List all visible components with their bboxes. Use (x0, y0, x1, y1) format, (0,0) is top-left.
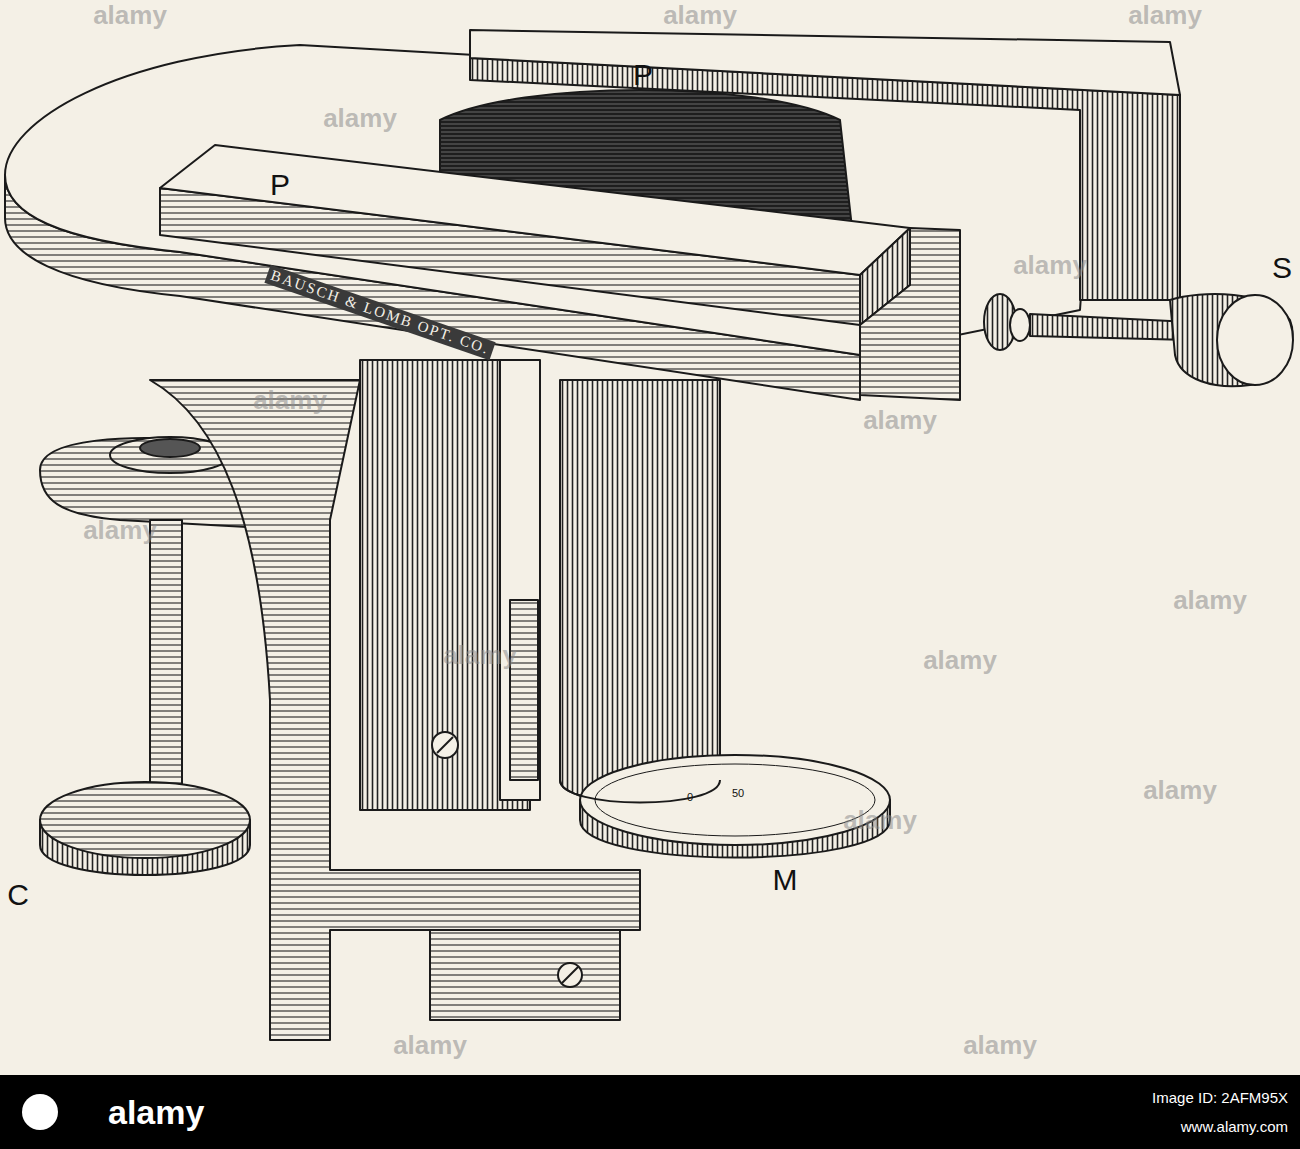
watermark: alamy (323, 105, 397, 131)
watermark: alamy (1013, 252, 1087, 278)
part-label: M (773, 865, 798, 895)
watermark: alamy (83, 517, 157, 543)
watermark: alamy (1173, 587, 1247, 613)
part-label: S (1272, 253, 1292, 283)
watermark: alamy (93, 2, 167, 28)
watermark: alamy (443, 642, 517, 668)
dial-number: 0 (687, 792, 693, 803)
watermark: alamy (963, 1032, 1037, 1058)
watermark: alamy (253, 387, 327, 413)
part-label: C (7, 880, 29, 910)
logo-text: alamy (108, 1095, 204, 1129)
watermark: alamy (393, 1032, 467, 1058)
image-id: Image ID: 2AFM95X (1152, 1090, 1288, 1105)
watermark: alamy (843, 807, 917, 833)
site-url: www.alamy.com (1181, 1119, 1288, 1134)
dial-number: 50 (732, 788, 744, 799)
part-label: P (633, 60, 653, 90)
watermark: alamy (923, 647, 997, 673)
watermark: alamy (863, 407, 937, 433)
part-label: P (270, 170, 290, 200)
watermark: alamy (1143, 777, 1217, 803)
watermark: alamy (663, 2, 737, 28)
watermark: alamy (1128, 2, 1202, 28)
